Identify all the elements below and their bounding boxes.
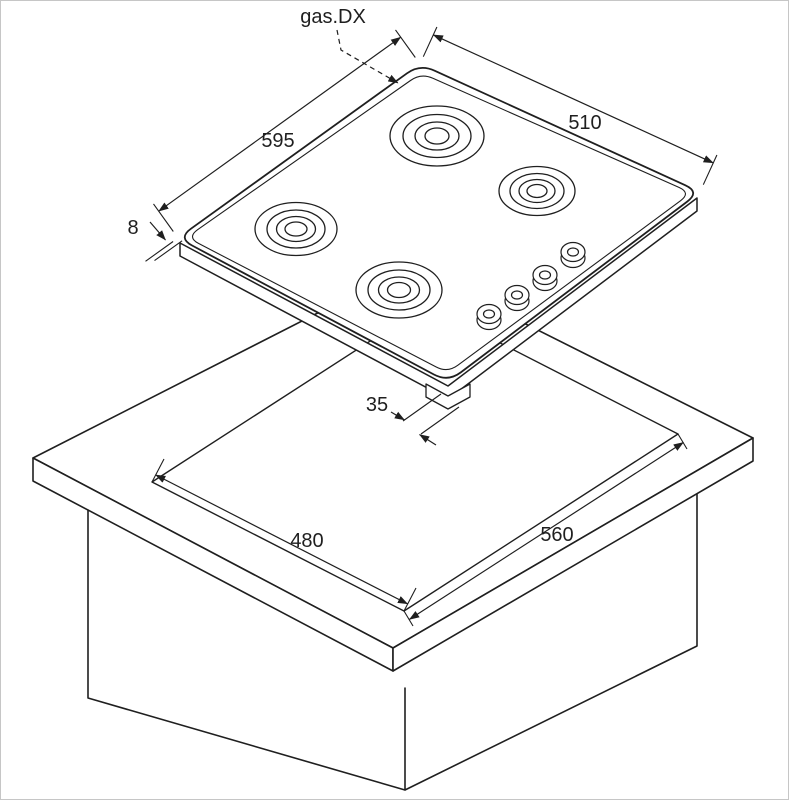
dimension-label-510: 510 [568, 112, 601, 134]
dimension-label-560: 560 [540, 524, 573, 546]
dimension-label-480: 480 [290, 530, 323, 552]
control-knobs [476, 241, 586, 331]
cabinet-edges [87, 493, 698, 791]
burner-cap [275, 215, 317, 243]
dimension-extension-lines [422, 26, 718, 185]
dimension-line-480 [155, 474, 409, 605]
dimension-rim-thickness: 8 [127, 217, 183, 262]
hob-front-bracket [425, 383, 471, 410]
burner-center [526, 183, 548, 199]
hob-inner-rim [191, 75, 686, 371]
burner-ring [498, 165, 576, 217]
knob-3 [532, 264, 558, 292]
burner-center [386, 281, 412, 299]
burner-back-right [498, 165, 576, 217]
dimension-arrow-35-a [390, 411, 405, 421]
dimension-arrow-8 [149, 221, 166, 241]
dimension-line-595 [158, 36, 402, 212]
gas-connection-label: gas.DX [300, 6, 366, 28]
dimension-arrow-35-b [419, 433, 437, 446]
dimension-line-510 [432, 34, 714, 164]
burner-front-center [355, 261, 443, 319]
burner-center [284, 221, 308, 237]
burner-ring [509, 172, 565, 210]
knob-2 [504, 284, 530, 312]
dimension-extension-lines [145, 240, 183, 262]
dimension-extension-lines [153, 29, 416, 232]
dimension-hob-width: 595 [153, 29, 416, 232]
knob-1 [476, 303, 502, 331]
dimension-label-595: 595 [261, 130, 294, 152]
dimension-extension-lines [403, 433, 688, 627]
dimension-label-8: 8 [127, 217, 138, 239]
gas-leader-line [336, 29, 399, 84]
hob-side-face [179, 197, 698, 400]
burner-ring [367, 269, 431, 311]
dimension-extension-lines [402, 393, 460, 435]
dimension-hob-depth: 510 [422, 26, 718, 185]
knob-4 [560, 241, 586, 269]
burner-cap [377, 276, 421, 304]
gas-connection-callout: gas.DX [300, 6, 399, 84]
dimension-cutout-width: 560 [403, 433, 688, 627]
burner-cap [518, 178, 556, 204]
dimension-line-560 [408, 441, 684, 620]
dimension-front-distance: 35 [366, 393, 460, 446]
dimension-label-35: 35 [366, 394, 388, 416]
burner-ring [355, 261, 443, 319]
